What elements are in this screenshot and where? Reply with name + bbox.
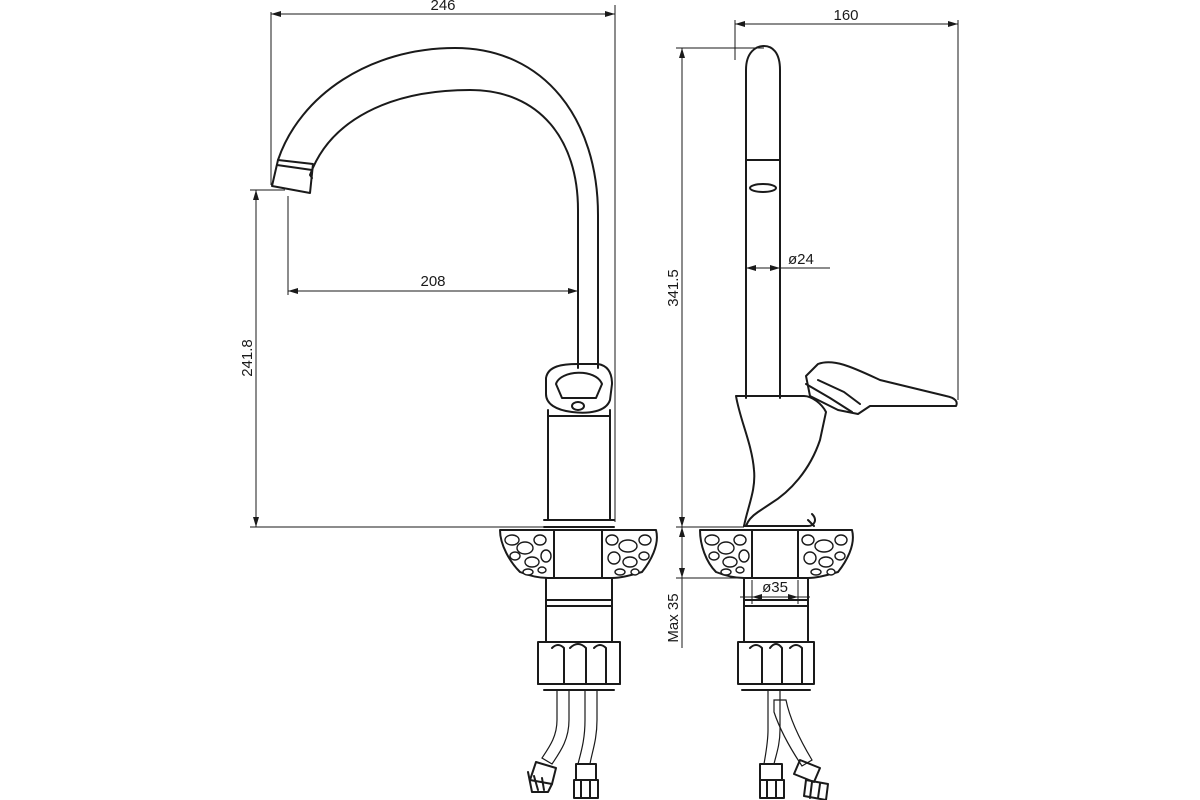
- side-lever: [805, 361, 958, 415]
- dim-side-height-label: 341.5: [665, 269, 682, 307]
- front-hoses: [527, 689, 599, 799]
- dim-spout-diameter: ø24: [746, 251, 830, 271]
- side-shank: [743, 577, 809, 643]
- dim-front-width: 246: [270, 0, 616, 522]
- front-spout: [277, 47, 599, 369]
- dim-base-diameter: ø35: [740, 579, 810, 604]
- dim-side-width-label: 160: [833, 7, 858, 24]
- front-body: [547, 409, 611, 521]
- side-spout: [745, 45, 781, 399]
- dim-spout-diameter-label: ø24: [788, 251, 814, 268]
- side-aerator: [749, 183, 777, 193]
- dim-base-diameter-label: ø35: [762, 579, 788, 596]
- front-fixing-nut: [537, 641, 621, 691]
- dim-side-width: 160: [734, 7, 959, 400]
- dim-front-reach: 208: [287, 196, 579, 300]
- dim-front-height-label: 241.8: [239, 339, 256, 377]
- dim-side-height: 341.5: [665, 47, 764, 528]
- front-decorative-base: [499, 529, 658, 579]
- front-shank: [545, 577, 613, 643]
- side-view: [699, 45, 958, 800]
- side-decorative-base: [699, 529, 854, 579]
- dim-front-reach-label: 208: [420, 273, 445, 290]
- front-view: [271, 47, 658, 799]
- dim-front-height: 241.8: [239, 189, 545, 528]
- dim-max-thickness-label: Max 35: [665, 593, 682, 642]
- side-hoses: [759, 689, 829, 800]
- front-lever-indicator: [571, 401, 585, 411]
- dim-front-width-label: 246: [430, 0, 455, 14]
- front-lever: [545, 363, 613, 414]
- front-aerator: [271, 159, 314, 194]
- dim-max-thickness: Max 35: [665, 527, 744, 648]
- side-body: [735, 395, 827, 527]
- side-fixing-nut: [737, 641, 815, 691]
